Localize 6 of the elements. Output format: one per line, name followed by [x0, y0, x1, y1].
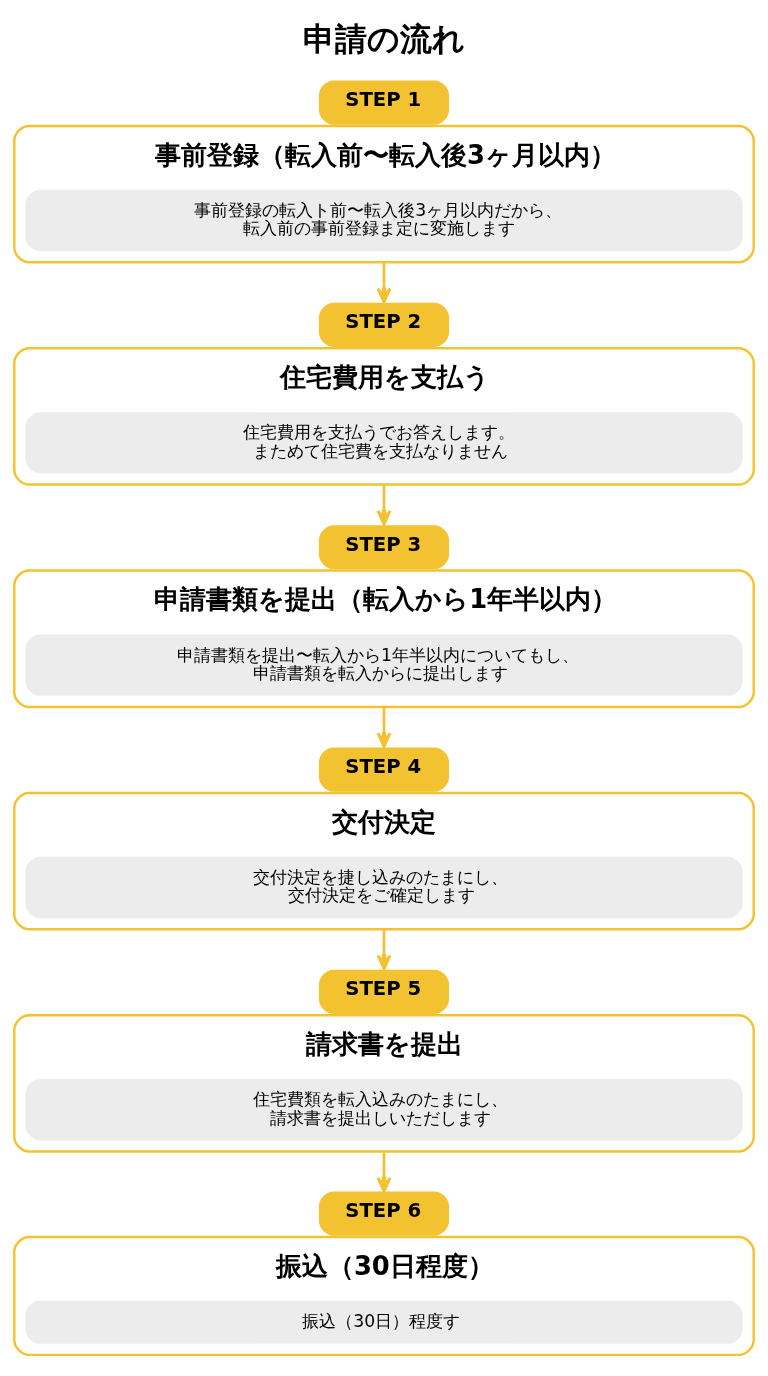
arrow: [376, 707, 392, 748]
arrow: [376, 929, 392, 970]
arrow: [376, 262, 392, 303]
arrow: [376, 484, 392, 526]
arrow: [376, 1151, 392, 1193]
diagram-title: 申請の流れ: [302, 19, 465, 58]
